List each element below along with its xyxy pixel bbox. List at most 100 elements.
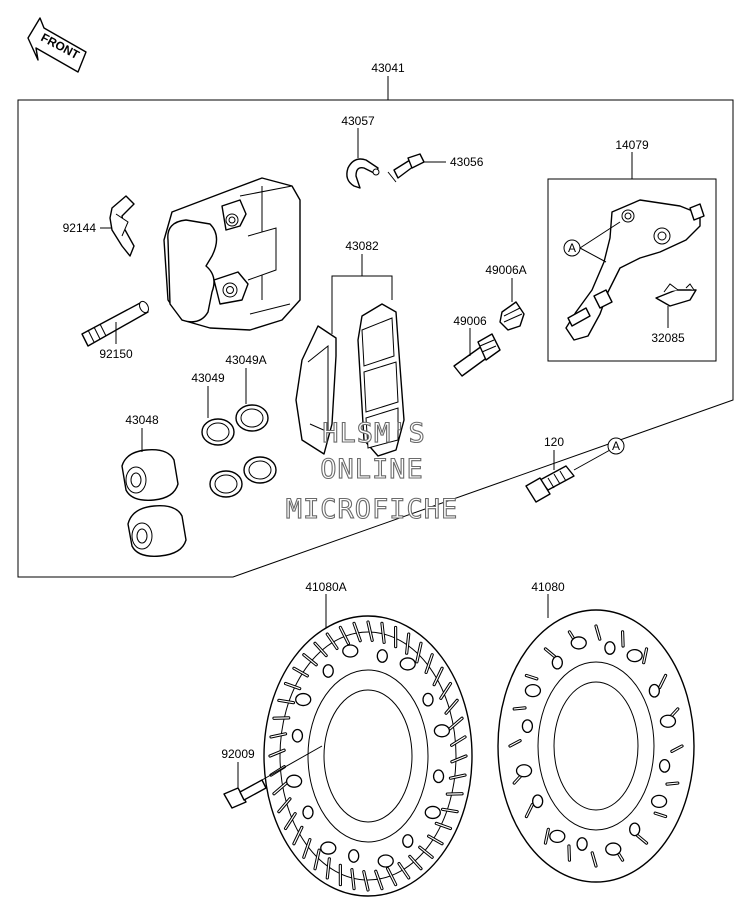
pad-clip-43057	[346, 158, 380, 189]
callout-43049: 43049	[191, 371, 225, 385]
disc-left-slot-inner	[375, 870, 383, 890]
disc-left-slot-inner	[398, 863, 410, 879]
disc-left-slot-inner	[303, 839, 311, 858]
disc-left-holes	[285, 644, 451, 868]
disc-left-lightening-hole	[295, 692, 312, 707]
disc-left-slot-inner	[314, 642, 327, 657]
disc-left-lightening-hole	[399, 657, 416, 671]
callout-92009: 92009	[221, 747, 255, 761]
disc-left-slot-inner	[387, 868, 397, 886]
disc-right-hole	[658, 758, 671, 773]
disc-right-lightening-hole	[515, 764, 533, 778]
disc-left-slot-inner	[326, 633, 338, 649]
callout-49006a: 49006A	[485, 263, 526, 277]
pad-spring-32085	[655, 283, 697, 307]
leader-mark-a-bolt	[573, 449, 611, 471]
seal-ring-3	[209, 470, 243, 498]
callout-41080: 41080	[531, 580, 565, 594]
disc-left-slot-inner	[441, 808, 458, 813]
disc-right-lightening-hole	[570, 636, 587, 650]
disc-left-slot-inner	[449, 774, 466, 779]
seal-ring-4	[243, 456, 277, 484]
disc-left-lightening-hole	[342, 644, 359, 658]
disc-left-hole	[348, 849, 360, 863]
disc-bolt-92009	[223, 779, 267, 809]
callout-43049a: 43049A	[225, 353, 266, 367]
disc-left-slot-inner	[435, 822, 452, 830]
disc-right-hole	[551, 655, 563, 670]
front-arrow-icon: FRONT	[27, 17, 87, 73]
disc-right-slot-inner	[544, 648, 556, 658]
brake-pad-outer	[295, 325, 337, 455]
disc-right-slot-inner	[659, 674, 667, 689]
disc-left-lightening-hole	[433, 724, 451, 738]
watermark-line-1: HLSM'S	[322, 418, 426, 449]
disc-left-slot-inner	[440, 682, 452, 699]
disc-left-lightening-hole	[285, 774, 303, 788]
disc-left-slot-inner	[381, 622, 385, 643]
boot-49006a	[499, 301, 525, 331]
disc-left-hole	[422, 692, 434, 707]
brake-disc-right	[497, 609, 695, 883]
disc-left-slot-inner	[451, 736, 466, 746]
callout-41080a: 41080A	[305, 580, 346, 594]
leader-mark-a-bracket	[579, 221, 621, 263]
disc-left-slot-inner	[303, 654, 317, 666]
disc-left-hole	[432, 769, 445, 784]
disc-left-slot-inner	[278, 798, 291, 813]
ref-mark-a-1-label: A	[568, 241, 576, 255]
disc-left-slot-inner	[273, 782, 287, 795]
disc-right-lightening-hole	[549, 829, 566, 844]
disc-left-slot-inner	[445, 699, 458, 714]
brake-pad-inner	[357, 303, 405, 457]
disc-left-hole	[322, 664, 334, 678]
disc-left-slot-inner	[425, 654, 433, 673]
disc-left-slot-inner	[449, 717, 463, 730]
disc-right-slot-inner	[643, 648, 648, 664]
disc-right-slot-inner	[654, 812, 667, 818]
callout-43057: 43057	[341, 114, 375, 128]
watermark-line-3: MICROFICHE	[286, 494, 459, 525]
disc-left-slot-inner	[269, 749, 285, 757]
disc-left-slot-inner	[284, 682, 301, 690]
ref-mark-a-1	[563, 239, 581, 257]
bleeder-43056	[387, 153, 425, 183]
callout-49006: 49006	[453, 314, 487, 328]
disc-right-hole	[576, 837, 588, 851]
ref-mark-a-2-label: A	[612, 439, 620, 453]
disc-left-slot-inner	[326, 858, 330, 879]
disc-left-slot-inner	[451, 755, 467, 763]
disc-right-hole	[521, 719, 534, 734]
disc-right-holes	[515, 636, 677, 856]
disc-left-hole	[302, 805, 314, 820]
ref-mark-a-2	[607, 437, 625, 455]
disc-right-slot-inner	[595, 625, 601, 640]
pin-clip-92144	[109, 195, 135, 257]
disc-left-slot-inner	[433, 667, 443, 686]
disc-left-slot-inner	[363, 871, 369, 891]
disc-right-slot-inner	[666, 782, 679, 785]
disc-left-slot-inner	[293, 667, 308, 677]
pin-92150	[81, 300, 150, 347]
disc-left-hole	[376, 649, 388, 663]
brake-disc-left	[263, 615, 473, 897]
disc-right-slot-inner	[509, 740, 521, 747]
disc-left-slot-inner	[339, 626, 349, 644]
disc-left-slot-inner	[409, 855, 422, 870]
bolt-120	[525, 465, 575, 503]
disc-right-slot-inner	[636, 834, 648, 844]
disc-left-slot-inner	[351, 869, 355, 890]
disc-right-slot-inner	[513, 707, 526, 710]
disc-left-slot-inner	[278, 699, 295, 704]
callout-43048: 43048	[125, 413, 159, 427]
callout-32085: 32085	[651, 331, 685, 345]
disc-right-hole	[604, 641, 616, 655]
callout-14079: 14079	[615, 138, 649, 152]
disc-left-slot-inner	[367, 621, 373, 641]
disc-right-slot-inner	[525, 803, 533, 818]
disc-right-hole	[648, 683, 660, 698]
disc-left-lightening-hole	[320, 841, 337, 855]
disc-left-slot-inner	[270, 733, 287, 738]
